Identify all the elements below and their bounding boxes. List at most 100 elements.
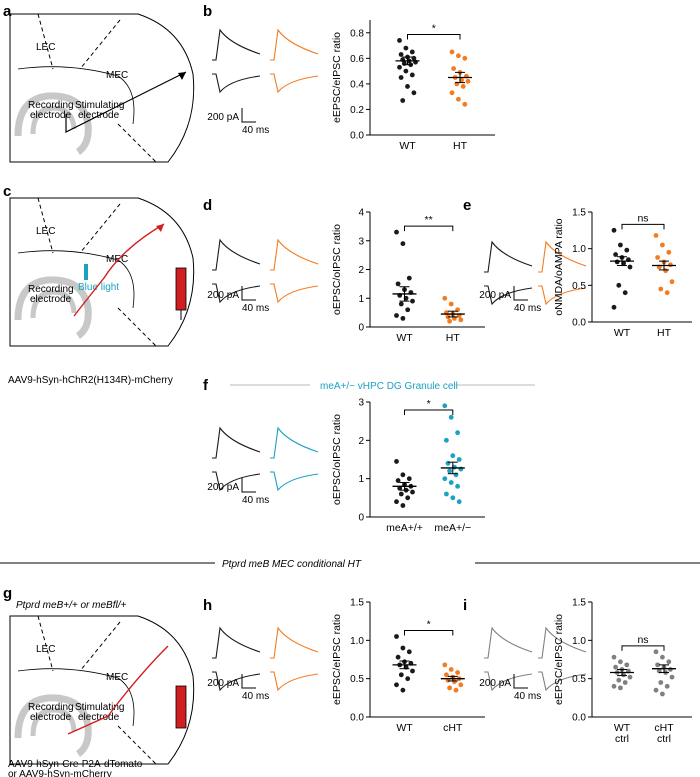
chart-d-sig-bracket	[404, 225, 454, 232]
chart-d-category-label: HT	[446, 332, 461, 344]
chart-h-ylabel: eEPSC/eIPSC ratio	[331, 614, 343, 705]
scalebar-e-x-label: 40 ms	[514, 303, 541, 314]
chart-e-point	[653, 233, 659, 238]
chart-e-point	[660, 242, 665, 248]
chart-d-point	[410, 298, 415, 304]
chart-f-sig-bracket	[404, 409, 454, 415]
chart-e-point	[618, 242, 623, 248]
chart-h-point	[400, 645, 406, 651]
electrode-label: electrode	[30, 712, 72, 723]
chart-h-point	[398, 672, 404, 678]
blue-light-label: Blue light	[78, 282, 119, 293]
chart-e-ytick-label: 1.5	[572, 208, 586, 219]
chart-f-point	[398, 491, 404, 497]
chart-i-ytick-label: 1.5	[572, 598, 586, 609]
banner-f: meA+/− vHPC DG Granule cell	[320, 381, 458, 392]
scalebar-e	[513, 286, 528, 301]
chart-i-point	[653, 687, 659, 693]
chart-i-ylabel: eEPSC/eIPSC ratio	[553, 614, 565, 705]
chart-i-point	[611, 654, 617, 660]
chart-e-point	[655, 255, 660, 260]
chart-h-ytick-label: 1.0	[350, 636, 364, 647]
electrode-label: electrode	[78, 712, 120, 723]
chart-b-ytick-label: 0.6	[350, 54, 364, 65]
chart-b-point	[456, 96, 461, 102]
chart-f-point	[445, 460, 451, 466]
syringe-icon	[175, 267, 187, 311]
chart-d-ytick-label: 2	[358, 265, 364, 276]
chart-e-ytick-label: 0.0	[572, 318, 586, 329]
chart-e-significance: ns	[637, 212, 648, 224]
recording-label: Recording	[28, 284, 74, 295]
chart-e-point	[611, 304, 617, 310]
scalebar-h-y-label: 200 pA	[207, 678, 239, 689]
scalebar-f-x-label: 40 ms	[242, 495, 269, 506]
chart-b-point	[460, 84, 466, 89]
panel-label-e: e	[463, 197, 471, 214]
panel-label-c: c	[3, 183, 11, 200]
chart-d-significance: **	[425, 214, 433, 226]
chart-d-point	[458, 317, 464, 323]
chart-b-category-label: WT	[399, 140, 416, 152]
chart-f-point	[400, 472, 406, 478]
chart-f-point	[442, 403, 448, 409]
chart-e-point	[627, 264, 633, 270]
recording-label: Recording	[28, 702, 74, 713]
scalebar-f	[241, 478, 256, 493]
chart-i-point	[660, 654, 665, 660]
chart-i-point	[611, 683, 617, 689]
syringe-icon	[175, 685, 187, 729]
chart-b-sig-bracket	[407, 33, 461, 40]
chart-d-ytick-label: 3	[358, 236, 364, 247]
chart-e-point	[624, 247, 630, 253]
chart-b-point	[451, 66, 456, 71]
chart-b-point	[465, 78, 471, 84]
trace-d-1-upward	[270, 238, 319, 271]
chart-d-point	[394, 229, 399, 235]
chart-d-point	[400, 241, 406, 247]
chart-i-point	[624, 662, 630, 668]
trace-f-0-downward	[212, 471, 261, 492]
chart-f-point	[397, 485, 403, 491]
chart-e-sig-bracket	[621, 223, 665, 230]
trace-d-0-downward	[212, 283, 261, 304]
chart-b-ytick-label: 0.0	[350, 131, 364, 142]
chart-e-ytick-label: 0.5	[572, 281, 586, 292]
chart-f-point	[405, 495, 411, 501]
virus-label-g2: or AAV9-hSyn-mCherry	[8, 769, 112, 777]
trace-f-1-upward	[270, 426, 319, 459]
trace-i-1-downward	[538, 671, 587, 692]
chart-h-significance: *	[427, 619, 431, 631]
chart-h-point	[405, 676, 411, 682]
trace-b-0-downward	[212, 73, 261, 94]
chart-e-point	[614, 259, 620, 265]
chart-e-point	[664, 290, 670, 296]
chart-i-ytick-label: 0.0	[572, 713, 586, 724]
chart-d-point	[400, 315, 406, 321]
chart-f-point	[394, 459, 399, 464]
mec-label: MEC	[106, 254, 128, 265]
trace-e-0-downward	[484, 285, 533, 306]
stimulating-label: Stimulating	[75, 702, 124, 713]
chart-h-point	[400, 687, 406, 693]
chart-f-ytick-label: 1	[358, 474, 364, 485]
chart-b-point	[405, 84, 410, 89]
chart-i-point	[664, 683, 670, 689]
chart-i-point	[658, 680, 664, 685]
chart-b-significance: *	[432, 22, 436, 34]
chart-e-point	[669, 279, 675, 285]
scalebar-h	[241, 674, 256, 689]
lec-label: LEC	[36, 644, 55, 655]
chart-e-point	[668, 262, 673, 268]
panel-label-h: h	[203, 597, 212, 614]
chart-b-ytick-label: 0.8	[350, 28, 364, 39]
chart-i-point	[627, 674, 633, 680]
chart-f-point	[442, 476, 448, 482]
chart-d-point	[406, 275, 412, 281]
trace-i-0-downward	[484, 671, 533, 692]
scalebar-i	[513, 674, 528, 689]
chart-b-point	[409, 49, 415, 55]
chart-b-point	[400, 98, 406, 103]
chart-h-point	[447, 685, 452, 691]
